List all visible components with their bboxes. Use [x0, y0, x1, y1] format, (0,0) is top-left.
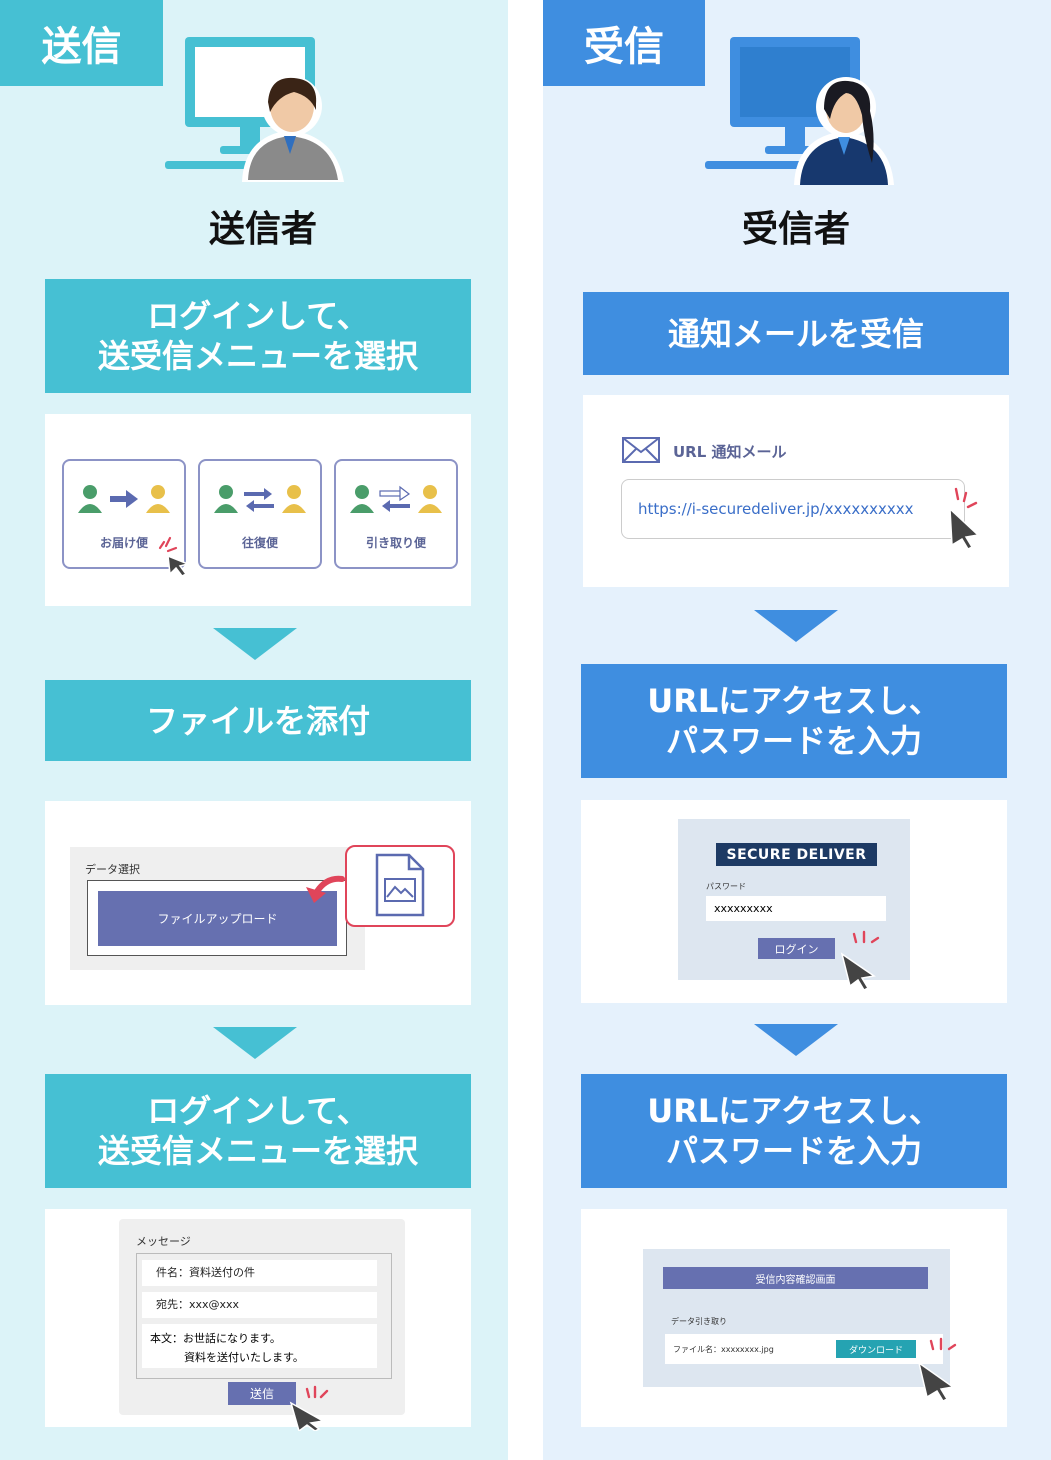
receiver-step-2: URLにアクセスし、 パスワードを入力: [581, 664, 1007, 778]
image-file-icon: [375, 853, 425, 917]
message-title: メッセージ: [136, 1235, 191, 1248]
download-button[interactable]: ダウンロード: [836, 1340, 916, 1358]
password-input[interactable]: xxxxxxxxx: [706, 896, 886, 921]
delivery-menu-panel: お届け便 往復便 引き取り便: [45, 414, 471, 606]
step-text: URLにアクセスし、: [647, 682, 941, 720]
body-line: 資料を送付いたします。: [184, 1351, 304, 1364]
mail-envelope-icon: [622, 437, 660, 463]
send-one-way-icon: [78, 485, 170, 513]
message-panel: メッセージ 件名：資料送付の件 宛先：xxx@xxx 本文：お世話になります。 …: [45, 1209, 471, 1431]
receiver-label: 受信者: [741, 209, 850, 250]
subject-field[interactable]: 件名：資料送付の件: [142, 1260, 377, 1286]
drag-arrow-icon: [306, 875, 345, 903]
file-upload-button[interactable]: ファイルアップロード: [98, 891, 337, 946]
delivery-card-send[interactable]: お届け便: [62, 459, 186, 569]
delivery-card-pickup[interactable]: 引き取り便: [334, 459, 458, 569]
click-cursor-icon: [289, 1385, 329, 1431]
file-name: ファイル名：xxxxxxxx.jpg: [673, 1345, 774, 1354]
flow-arrow-down: [213, 1027, 297, 1059]
body-line: 本文：お世話になります。: [150, 1332, 281, 1345]
step-text: ログインして、: [147, 1092, 369, 1130]
upload-title: データ選択: [85, 863, 140, 876]
flow-arrow-down: [754, 610, 838, 642]
download-panel: 受信内容確認画面 データ引き取り ファイル名：xxxxxxxx.jpg ダウンロ…: [581, 1209, 1007, 1427]
flow-arrow-down: [213, 628, 297, 660]
step-text: URLにアクセスし、: [647, 1092, 941, 1130]
step-text: 送受信メニューを選択: [97, 337, 418, 375]
file-upload-panel: データ選択 ファイルアップロード: [45, 801, 471, 1005]
step-text: ログインして、: [147, 297, 369, 335]
login-button[interactable]: ログイン: [758, 938, 835, 959]
sender-step-3: ログインして、 送受信メニューを選択: [45, 1074, 471, 1188]
recipient-field[interactable]: 宛先：xxx@xxx: [142, 1292, 377, 1318]
sender-step-2: ファイルを添付: [45, 680, 471, 761]
login-panel: SECURE DELIVER パスワード xxxxxxxxx ログイン: [581, 800, 1007, 1003]
notification-mail-panel: URL 通知メール https://i-securedeliver.jp/xxx…: [583, 395, 1009, 587]
receive-tag: 受信: [543, 0, 705, 86]
flow-arrow-down: [754, 1024, 838, 1056]
roundtrip-arrows-icon: [214, 485, 306, 513]
confirm-header: 受信内容確認画面: [663, 1267, 928, 1289]
password-label: パスワード: [706, 882, 746, 891]
sender-person-icon: [242, 76, 344, 182]
download-section-label: データ引き取り: [671, 1317, 727, 1326]
click-cursor-icon: [917, 1337, 957, 1401]
click-cursor-icon: [840, 930, 880, 990]
send-button[interactable]: 送信: [228, 1382, 296, 1405]
card-label: お届け便: [99, 536, 148, 550]
sender-step-1: ログインして、 送受信メニューを選択: [45, 279, 471, 393]
click-cursor-icon: [158, 536, 191, 576]
receiver-person-icon: [794, 77, 894, 185]
send-tag: 送信: [0, 0, 163, 86]
sender-label: 送信者: [208, 209, 317, 250]
card-label: 往復便: [241, 536, 278, 550]
card-label: 引き取り便: [365, 536, 426, 550]
notification-url-link[interactable]: https://i-securedeliver.jp/xxxxxxxxxx: [638, 500, 914, 518]
step-text: 送受信メニューを選択: [97, 1132, 418, 1170]
secure-deliver-logo: SECURE DELIVER: [716, 843, 877, 866]
receiver-step-3: URLにアクセスし、 パスワードを入力: [581, 1074, 1007, 1188]
pickup-arrows-icon: [350, 485, 442, 513]
delivery-card-roundtrip[interactable]: 往復便: [198, 459, 322, 569]
click-cursor-icon: [949, 487, 980, 549]
step-text: パスワードを入力: [665, 1132, 922, 1170]
url-box: [621, 479, 965, 539]
receiver-step-1: 通知メールを受信: [583, 292, 1009, 375]
step-text: パスワードを入力: [665, 722, 922, 760]
body-field[interactable]: 本文：お世話になります。 資料を送付いたします。: [142, 1324, 377, 1368]
mail-title: URL 通知メール: [673, 443, 787, 461]
